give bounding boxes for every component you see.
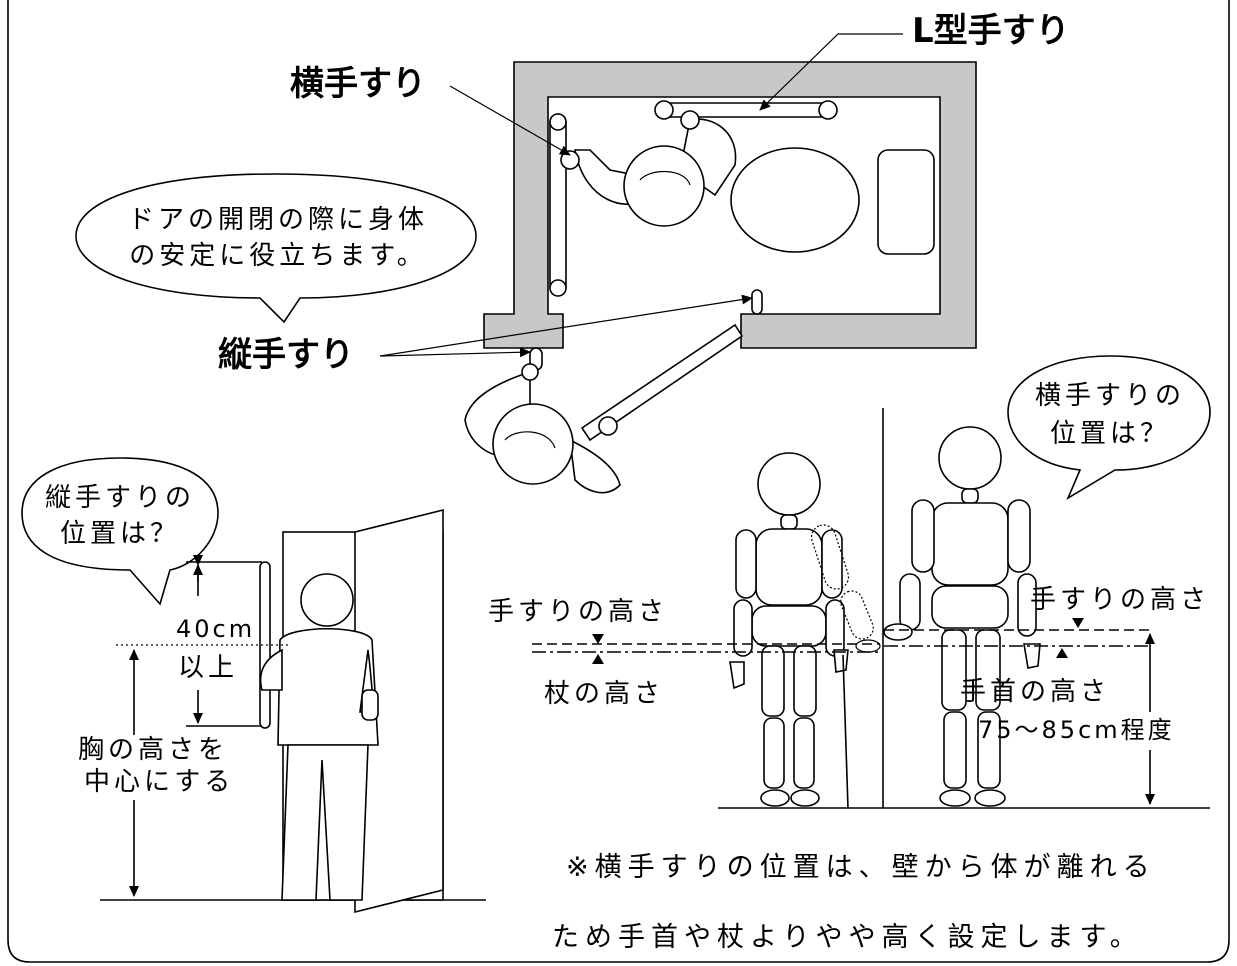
horizontal-rail-label: 横手すり	[290, 64, 426, 104]
vertical-rail-label: 縦手すり	[218, 335, 354, 375]
mannequin-right	[883, 426, 1041, 807]
svg-text:縦手すりの: 縦手すりの	[45, 483, 195, 513]
l-rail-leader	[759, 33, 903, 111]
vertical-rail-leader-2	[379, 347, 531, 358]
chest-label-1: 胸の高さを	[78, 735, 228, 765]
horizontal-rail-leader	[449, 85, 571, 156]
l-rail-label: L型手すり	[912, 11, 1070, 51]
cane-height-label: 杖の高さ	[544, 679, 664, 709]
svg-text:横手すりの: 横手すりの	[1035, 381, 1185, 411]
height-range-label: 75～85cm程度	[978, 716, 1175, 744]
svg-text:位置は？: 位置は？	[60, 519, 180, 549]
svg-text:位置は？: 位置は？	[1050, 419, 1170, 449]
dim-40cm-above: 以上	[178, 653, 238, 683]
svg-text:の安定に役立ちます。: の安定に役立ちます。	[129, 241, 426, 271]
vertical-rail-leader-1	[379, 294, 753, 357]
door-leaf-plan	[580, 323, 744, 442]
mannequin-left	[729, 452, 881, 809]
wrist-height-label: 手首の高さ	[960, 677, 1110, 707]
person-topview-door	[464, 363, 621, 494]
note-line-1: ※横手すりの位置は、壁から体が離れる	[566, 852, 1156, 883]
person-back-view	[259, 573, 379, 901]
toilet-tank	[877, 149, 935, 255]
toilet-wall	[483, 61, 977, 349]
person-topview-inside	[560, 110, 737, 227]
vertical-handrail-plan	[549, 113, 567, 295]
toilet-floor-plan	[464, 61, 977, 494]
mannequin-elevation: 手すりの高さ 杖の高さ 手すりの高さ 手首の高さ 75～85cm程度	[488, 408, 1210, 809]
bubble-vertical-position: 縦手すりの 位置は？	[21, 457, 219, 606]
chest-label-2: 中心にする	[84, 767, 234, 797]
bubble-horizontal-position: 横手すりの 位置は？	[1007, 355, 1211, 500]
rail-height-left-label: 手すりの高さ	[488, 597, 668, 627]
door-elevation: 40cm 以上 胸の高さを 中心にする	[78, 508, 486, 914]
bubble-door: ドアの開閉の際に身体 の安定に役立ちます。	[75, 173, 477, 324]
svg-text:ドアの開閉の際に身体: ドアの開閉の際に身体	[128, 205, 428, 235]
dim-40cm: 40cm	[176, 615, 255, 643]
rail-height-right-label: 手すりの高さ	[1030, 585, 1210, 615]
outer-frame	[7, 0, 1230, 963]
toilet-bowl	[730, 147, 860, 253]
note-line-2: ため手首や杖よりやや高く設定します。	[552, 922, 1143, 953]
